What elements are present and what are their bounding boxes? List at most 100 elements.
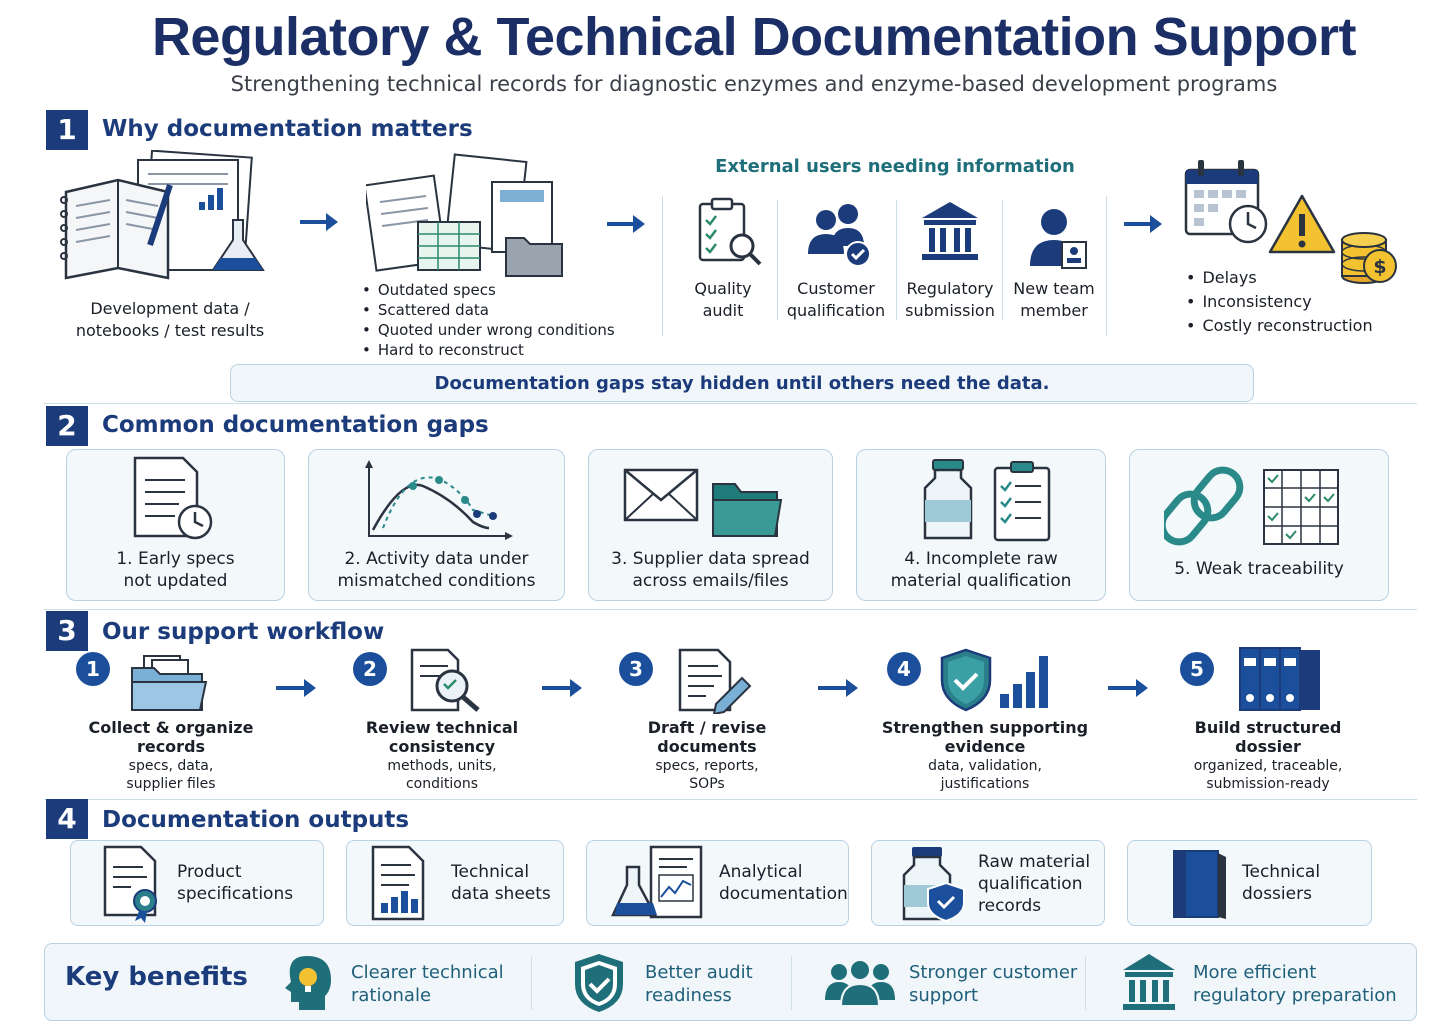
section-number-1: 1 [46, 110, 88, 150]
benefit-label-line1: More efficient [1193, 962, 1317, 983]
gap-label-line1: 1. Early specs [116, 549, 235, 569]
step-number-badge: 3 [619, 652, 653, 686]
new-team-member-icon [1030, 209, 1087, 269]
flask-report-icon [611, 845, 703, 919]
problem-item: Hard to reconstruct [362, 340, 615, 360]
shield-chart-icon [940, 648, 1048, 712]
gap-card-raw-material: 4. Incomplete raw material qualification [856, 449, 1106, 601]
step-sub-line1: specs, data, [128, 758, 214, 774]
vial-checklist-icon [923, 459, 1051, 542]
step-title-line2: documents [657, 737, 757, 756]
divider [1085, 956, 1086, 1010]
step-sub-line2: submission-ready [1206, 776, 1330, 792]
divider [662, 196, 663, 336]
arrow-right-icon [276, 679, 316, 697]
divider [791, 956, 792, 1010]
gap-label-line2: material qualification [890, 571, 1072, 591]
gap-label-line1: 2. Activity data under [344, 549, 529, 569]
document-clock-icon [133, 456, 213, 540]
step-title-line2: records [136, 737, 206, 756]
document-edit-icon [678, 648, 752, 714]
output-label-line3: records [978, 896, 1042, 916]
problem-item: Outdated specs [362, 280, 615, 300]
problems-list: Outdated specs Scattered data Quoted und… [362, 280, 615, 360]
arrow-right-icon [300, 213, 338, 231]
output-label-line2: data sheets [451, 884, 551, 904]
user-label-line2: submission [905, 301, 995, 320]
gap-label-line2: across emails/files [632, 571, 789, 591]
consequence-item: Delays [1186, 266, 1373, 290]
problem-item: Scattered data [362, 300, 615, 320]
step-number-badge: 5 [1180, 652, 1214, 686]
divider [44, 403, 1417, 404]
page-subtitle: Strengthening technical records for diag… [230, 72, 1278, 96]
step-sub-line1: methods, units, [387, 758, 497, 774]
government-building-icon [1123, 954, 1175, 1010]
benefit-label-line2: readiness [645, 985, 732, 1006]
arrow-right-icon [1108, 679, 1148, 697]
dossier-binder-icon [1173, 850, 1226, 919]
lightbulb-head-icon [285, 956, 331, 1010]
vial-shield-icon [902, 847, 965, 923]
step-sub-line1: specs, reports, [655, 758, 759, 774]
user-label-line1: Customer [797, 279, 875, 298]
gap-label-line1: 4. Incomplete raw [904, 549, 1058, 569]
step-title-line1: Draft / revise [647, 718, 767, 737]
activity-curve-chart-icon [365, 460, 513, 540]
step-title-line2: dossier [1235, 737, 1301, 756]
output-card-product-specs: Product specifications [70, 840, 324, 926]
output-label-line1: Raw material [978, 852, 1091, 872]
arrow-right-icon [818, 679, 858, 697]
output-label-line1: Analytical [719, 862, 803, 882]
gap-label-line2: mismatched conditions [337, 571, 536, 591]
key-benefits-bar: Key benefits Clearer technical rationale… [44, 943, 1417, 1021]
section-number-3: 3 [46, 611, 88, 651]
consequence-item: Costly reconstruction [1186, 314, 1372, 338]
step-sub-line2: justifications [940, 776, 1030, 792]
output-card-analytical: Analytical documentation [586, 840, 849, 926]
output-label-line2: dossiers [1242, 884, 1312, 904]
divider [44, 799, 1417, 800]
svg-text:$: $ [1373, 256, 1386, 278]
dev-data-label-line2: notebooks / test results [75, 321, 265, 340]
benefit-label-line2: regulatory preparation [1193, 985, 1397, 1006]
step-title-line2: evidence [944, 737, 1026, 756]
step-title-line1: Build structured [1194, 718, 1342, 737]
divider [896, 200, 897, 320]
user-label-line1: Quality [694, 279, 752, 298]
output-label-line2: qualification [978, 874, 1083, 894]
section-title-3: Our support workflow [102, 619, 385, 645]
benefit-label-line1: Better audit [645, 962, 753, 983]
step-title-line1: Collect & organize [88, 718, 254, 737]
gap-label-line2: not updated [123, 571, 228, 591]
chain-grid-icon [1164, 466, 1339, 546]
section-number-2: 2 [46, 406, 88, 446]
user-label-line1: Regulatory [906, 279, 994, 298]
divider [531, 956, 532, 1010]
benefit-label-line1: Stronger customer [909, 962, 1078, 983]
step-sub-line1: data, validation, [928, 758, 1042, 774]
divider [44, 609, 1417, 610]
binders-icon [1239, 647, 1320, 711]
scattered-documents-icon [366, 153, 563, 277]
shield-check-icon [575, 954, 623, 1012]
customers-icon [808, 204, 871, 267]
step-sub-line1: organized, traceable, [1193, 758, 1343, 774]
consequence-item: Inconsistency [1186, 290, 1373, 314]
output-label-line1: Technical [1242, 862, 1321, 882]
step-sub-line2: supplier files [126, 776, 216, 792]
problem-item: Quoted under wrong conditions [362, 320, 615, 340]
step-number-badge: 2 [353, 652, 387, 686]
email-folder-icon [623, 468, 783, 537]
benefit-label-line2: support [909, 985, 979, 1006]
document-search-icon [410, 648, 480, 712]
user-label-line2: qualification [786, 301, 886, 320]
folder-files-icon [131, 655, 208, 711]
notebook-data-icon [60, 150, 265, 280]
dev-data-label-line1: Development data / [90, 299, 250, 318]
section-title-4: Documentation outputs [102, 807, 410, 833]
hidden-gaps-banner: Documentation gaps stay hidden until oth… [230, 364, 1254, 402]
regulatory-building-icon [922, 202, 978, 260]
user-label-line2: audit [702, 301, 744, 320]
